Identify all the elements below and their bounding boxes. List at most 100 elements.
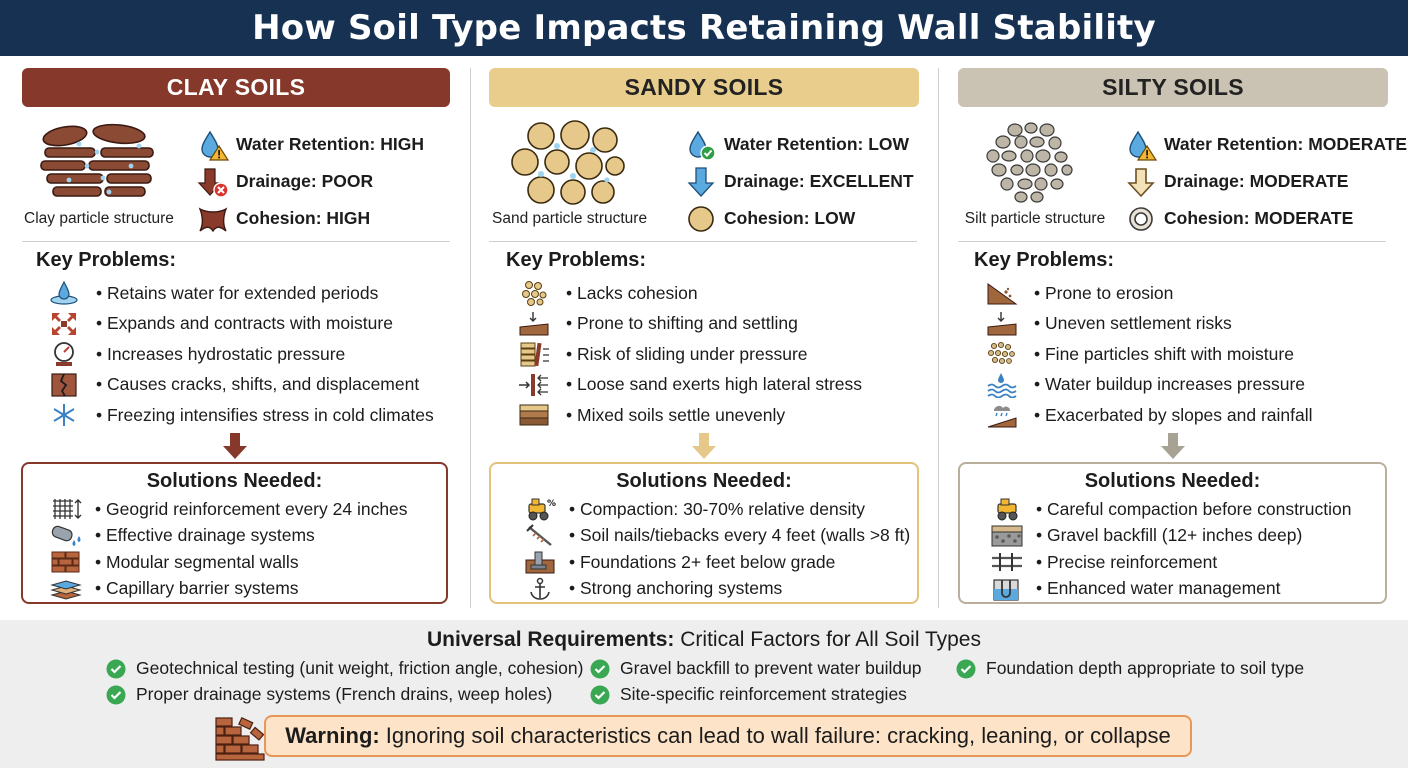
flow-arrow [470, 432, 938, 460]
list-item: • Precise reinforcement [990, 549, 1351, 576]
silty-cohesion-text: Cohesion: MODERATE [1164, 208, 1354, 228]
list-item: • Retains water for extended periods [46, 278, 434, 309]
flow-arrow [938, 432, 1408, 460]
list-item: • Risk of sliding under pressure [516, 339, 862, 370]
section-divider [489, 241, 917, 242]
arrow-down-icon [223, 433, 247, 459]
list-item: • Effective drainage systems [49, 523, 408, 550]
clay-particle-structure: Clay particle structure [24, 120, 174, 240]
clay-solutions-list: • Geogrid reinforcement every 24 inches … [49, 496, 408, 602]
circle-grain-icon [684, 202, 718, 236]
sandy-solutions-title: Solutions Needed: [616, 470, 792, 492]
expand-arrows-icon [46, 310, 82, 338]
gravel-icon [990, 523, 1024, 549]
requirement-item: Geotechnical testing (unit weight, frict… [106, 658, 583, 679]
warning-banner: Warning:Ignoring soil characteristics ca… [264, 715, 1192, 757]
silty-problems-list: • Prone to erosion • Uneven settlement r… [984, 278, 1313, 431]
clay-soils-column: CLAY SOILS Clay particle structure [0, 56, 470, 614]
section-divider [958, 241, 1386, 242]
sandy-drainage-text: Drainage: EXCELLENT [724, 171, 914, 191]
water-drop-warning-icon [196, 128, 230, 162]
arrow-down-icon [1161, 433, 1185, 459]
silty-solutions-title: Solutions Needed: [1084, 470, 1261, 492]
list-item: • Exacerbated by slopes and rainfall [984, 400, 1313, 431]
soil-layers-icon [516, 401, 552, 429]
requirement-item: Proper drainage systems (French drains, … [106, 684, 552, 705]
brick-wall-icon [49, 549, 83, 575]
list-item: • Freezing intensifies stress in cold cl… [46, 400, 434, 431]
column-divider [470, 68, 471, 608]
foundation-icon [523, 549, 557, 575]
silty-particle-structure: Silt particle structure [960, 120, 1110, 240]
sandy-problems-list: • Lacks cohesion • Prone to shifting and… [516, 278, 862, 431]
list-item: • Lacks cohesion [516, 278, 862, 309]
silty-water-retention-text: Water Retention: MODERATE [1164, 134, 1408, 154]
list-item: • Causes cracks, shifts, and displacemen… [46, 370, 434, 401]
list-item: • Mixed soils settle unevenly [516, 400, 862, 431]
sandy-solutions-box: Solutions Needed: % • Compaction: 30-70%… [489, 462, 919, 604]
list-item: • Water buildup increases pressure [984, 370, 1313, 401]
list-item: • Expands and contracts with moisture [46, 309, 434, 340]
list-item: • Prone to shifting and settling [516, 309, 862, 340]
list-item: • Enhanced water management [990, 576, 1351, 603]
page-title: How Soil Type Impacts Retaining Wall Sta… [0, 0, 1408, 56]
layered-barrier-icon [49, 576, 83, 602]
settling-icon [516, 310, 552, 338]
silt-particles-icon [986, 122, 1073, 203]
requirement-item: Foundation depth appropriate to soil typ… [956, 658, 1304, 679]
settling-icon [984, 310, 1020, 338]
list-item: • Fine particles shift with moisture [984, 339, 1313, 370]
erosion-slope-icon [984, 279, 1020, 307]
list-item: • Careful compaction before construction [990, 496, 1351, 523]
list-item: • Gravel backfill (12+ inches deep) [990, 523, 1351, 550]
check-circle-icon [106, 659, 126, 679]
silty-soils-column: SILTY SOILS Silt particle structure Wate… [938, 56, 1408, 614]
soil-nail-icon [523, 523, 557, 549]
water-drop-warning-icon [1124, 128, 1158, 162]
clay-cohesion-text: Cohesion: HIGH [236, 208, 371, 228]
silty-key-problems-title: Key Problems: [974, 249, 1115, 271]
sandy-key-problems-title: Key Problems: [506, 249, 647, 271]
sandy-solutions-list: % • Compaction: 30-70% relative density … [523, 496, 910, 602]
rain-slope-icon [984, 401, 1020, 429]
list-item: • Prone to erosion [984, 278, 1313, 309]
crumbling-wall-icon [212, 712, 268, 767]
ring-icon [1124, 202, 1158, 236]
fine-particles-icon [984, 340, 1020, 368]
check-circle-icon [106, 685, 126, 705]
sand-particles-icon [511, 120, 625, 205]
lateral-stress-icon [516, 371, 552, 399]
silty-soils-banner: SILTY SOILS [958, 68, 1388, 107]
sandy-properties: Water Retention: LOW Drainage: EXCELLENT… [684, 126, 914, 237]
svg-text:%: % [547, 499, 556, 509]
requirement-item: Gravel backfill to prevent water buildup [590, 658, 922, 679]
snowflake-icon [46, 401, 82, 429]
list-item: • Foundations 2+ feet below grade [523, 549, 910, 576]
clay-solutions-title: Solutions Needed: [146, 470, 323, 492]
loose-grains-icon [516, 279, 552, 307]
list-item: % • Compaction: 30-70% relative density [523, 496, 910, 523]
silty-water-retention: Water Retention: MODERATE [1124, 126, 1407, 163]
requirement-item: Site-specific reinforcement strategies [590, 684, 907, 705]
list-item: • Strong anchoring systems [523, 576, 910, 603]
water-tank-icon [990, 576, 1024, 602]
clay-key-problems-title: Key Problems: [36, 249, 177, 271]
drain-pipe-icon [49, 523, 83, 549]
sandy-soils-banner: SANDY SOILS [489, 68, 919, 107]
drainage-poor-icon [196, 165, 230, 199]
column-divider [938, 68, 939, 608]
list-item: • Increases hydrostatic pressure [46, 339, 434, 370]
anchor-icon [523, 576, 557, 602]
warning-text: Ignoring soil characteristics can lead t… [385, 723, 1171, 748]
clay-problems-list: • Retains water for extended periods • E… [46, 278, 434, 431]
sandy-soils-column: SANDY SOILS Sand particle structure Wate… [470, 56, 938, 614]
geogrid-icon [49, 496, 83, 522]
clay-water-retention-text: Water Retention: HIGH [236, 134, 424, 154]
clay-drainage: Drainage: POOR [196, 163, 424, 200]
list-item: • Loose sand exerts high lateral stress [516, 370, 862, 401]
list-item: • Soil nails/tiebacks every 4 feet (wall… [523, 523, 910, 550]
warning-label: Warning: [285, 723, 380, 748]
reinforcement-icon [990, 549, 1024, 575]
water-drop-check-icon [684, 128, 718, 162]
pressure-gauge-icon [46, 340, 82, 368]
